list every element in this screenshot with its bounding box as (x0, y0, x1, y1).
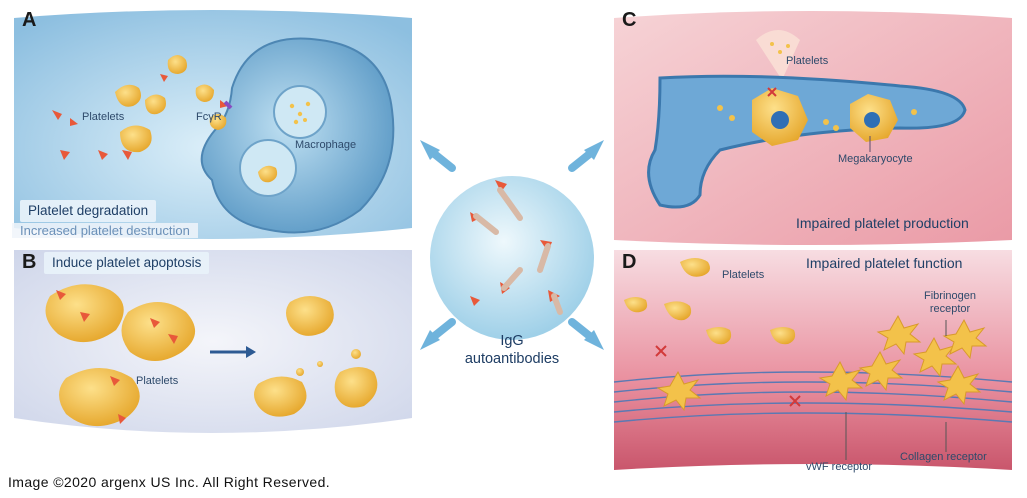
panel-c (614, 11, 1012, 245)
megakaryocyte-label: Megakaryocyte (838, 153, 913, 165)
panel-c-title: Impaired platelet production (796, 215, 969, 231)
center-label-line1: IgG (500, 333, 524, 349)
megakaryocyte-icon (752, 88, 898, 152)
panel-d-title: Impaired platelet function (806, 255, 963, 271)
panel-letter-c: C (622, 9, 637, 31)
panel-a-subtitle: Increased platelet destruction (12, 223, 198, 238)
vwf-receptor-label: vWF receptor (806, 461, 873, 473)
image-credit: Image ©2020 argenx US Inc. All Right Res… (8, 474, 331, 490)
panel-a (14, 10, 412, 239)
antibody-icon (52, 74, 228, 160)
activated-platelet-icon (656, 314, 988, 412)
macrophage-icon (200, 37, 395, 234)
platelets-label: Platelets (722, 269, 765, 281)
platelets-label: Platelets (786, 55, 829, 67)
panel-letter-d: D (622, 251, 637, 273)
fibrinogen-receptor-label: Fibrinogen receptor (924, 290, 976, 315)
collagen-receptor-label: Collagen receptor (900, 451, 987, 463)
panel-d (613, 250, 1013, 470)
platelet-icon (115, 55, 227, 153)
antibody-icon (56, 290, 178, 424)
panel-b-title: Induce platelet apoptosis (44, 252, 210, 274)
panel-b (14, 250, 412, 433)
panel-letter-b: B (22, 251, 37, 273)
center-circle (420, 140, 604, 350)
platelets-label: Platelets (136, 375, 179, 387)
panel-letter-a: A (22, 9, 37, 31)
receptor-label: FcγR (196, 111, 222, 123)
center-label-line2: autoantibodies (464, 351, 560, 367)
macrophage-label: Macrophage (295, 139, 357, 151)
platelet-icon (624, 258, 796, 345)
panel-a-title: Platelet degradation (20, 200, 157, 222)
platelets-label: Platelets (82, 111, 125, 123)
